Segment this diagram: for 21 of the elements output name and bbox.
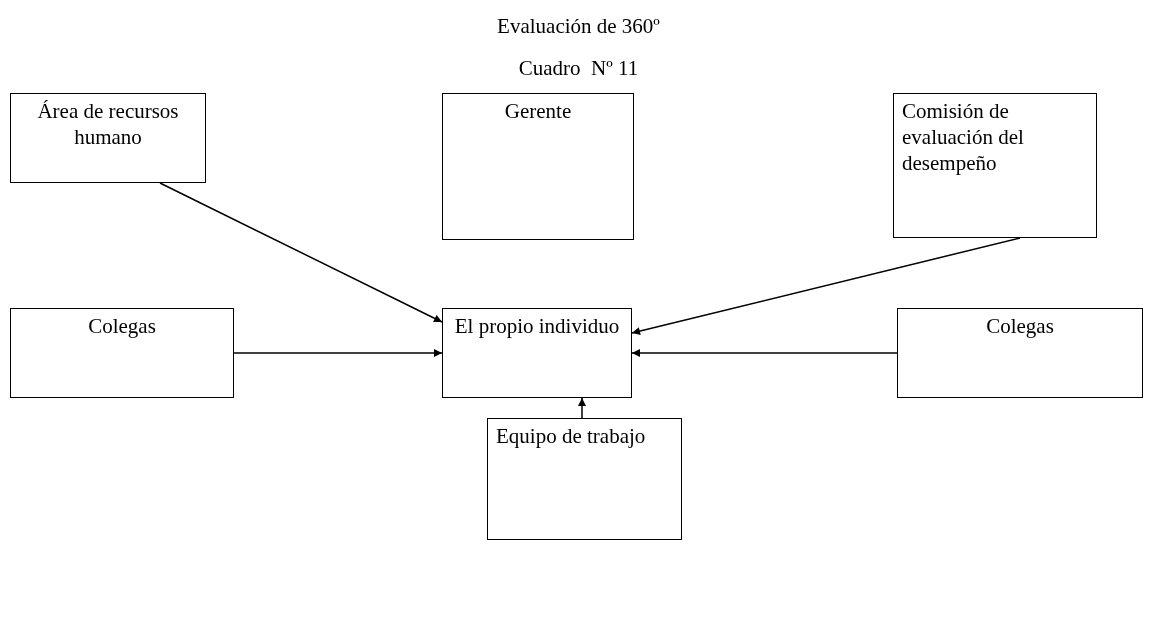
box-label: Colegas	[985, 313, 1055, 339]
figure-caption: Cuadro Nº 11	[518, 56, 639, 80]
box-label: Gerente	[503, 98, 573, 124]
box-label: Comisión de evaluación del desempeño	[902, 98, 1025, 176]
arrow	[631, 237, 1021, 335]
box-label: Equipo de trabajo	[496, 423, 647, 449]
process-box	[487, 418, 682, 540]
process-box	[442, 93, 634, 240]
arrow	[631, 349, 898, 357]
process-box	[897, 308, 1143, 398]
box-label: El propio individuo	[453, 313, 621, 339]
process-box	[10, 308, 234, 398]
process-box	[442, 308, 632, 398]
box-label: Área de recursos humano	[36, 98, 180, 150]
diagram-title: Evaluación de 360º	[497, 14, 660, 38]
arrow	[233, 349, 443, 357]
arrow	[578, 397, 586, 419]
box-label: Colegas	[87, 313, 157, 339]
arrow	[159, 182, 443, 323]
process-box	[10, 93, 206, 183]
process-box	[893, 93, 1097, 238]
